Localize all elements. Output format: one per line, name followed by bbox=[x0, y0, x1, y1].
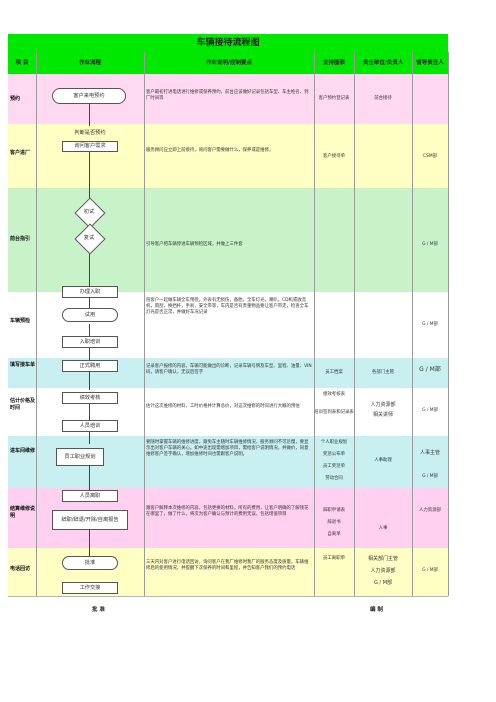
column-divider bbox=[36, 52, 37, 596]
owner: 人事助理 bbox=[374, 458, 392, 463]
column-divider bbox=[354, 52, 355, 596]
header-supervisor: 督导责任人 bbox=[412, 52, 448, 74]
column-divider bbox=[144, 52, 145, 596]
stage-label: 车辆预检 bbox=[10, 318, 31, 324]
flow-step: 入职培训 bbox=[62, 336, 118, 348]
header-owner: 责任单位/负责人 bbox=[354, 52, 412, 74]
step-description: 陪客户一起做车辆全车预检，外表有无损伤，备胎，全车灯光，喇叭，CD机或收音机，雨… bbox=[146, 298, 309, 316]
flow-step: 正式聘用 bbox=[62, 360, 118, 372]
stage-label: 预约 bbox=[10, 96, 21, 102]
supervisor: G / M部 bbox=[419, 366, 441, 373]
stage-label: 客户进厂 bbox=[10, 150, 31, 156]
support-doc: 自离单 bbox=[327, 532, 341, 537]
support-doc: 劳动合同 bbox=[325, 476, 343, 481]
flow-step: 员工职业规划 bbox=[56, 448, 104, 466]
flow-arrow bbox=[89, 530, 90, 564]
approve-label: 批 准 bbox=[92, 607, 105, 613]
flow-arrow bbox=[89, 152, 90, 202]
support-doc: 员工离职单 bbox=[323, 556, 345, 561]
flow-step: 客户来电预约 bbox=[52, 88, 126, 104]
step-description: 引导客户把车辆停进车辆预检区域，并做上三件套 bbox=[146, 242, 243, 247]
support-doc: 员工档案 bbox=[325, 370, 343, 375]
supervisor: G / M部 bbox=[422, 474, 438, 479]
flow-step: 询问客户需求 bbox=[62, 141, 118, 152]
flow-step: 人员离职 bbox=[62, 490, 118, 502]
header-desc: 作业说明/控制要点 bbox=[144, 52, 314, 74]
document-title: 车辆接待流程图 bbox=[8, 34, 448, 52]
support-doc: 客户接待单 bbox=[323, 154, 345, 159]
supervisor: G / M部 bbox=[422, 408, 438, 413]
flow-step: 辞职/辞退/开除/自离报告 bbox=[52, 510, 128, 530]
owner: 相关部门主管 bbox=[367, 556, 398, 562]
header-item: 项 目 bbox=[8, 52, 36, 74]
support-doc: 客户预约登记表 bbox=[318, 96, 350, 101]
supervisor: G / M部 bbox=[422, 242, 438, 247]
column-divider bbox=[412, 52, 413, 596]
support-doc: 个人职业规划 bbox=[320, 440, 348, 445]
owner: G / M部 bbox=[373, 580, 393, 586]
supervisor: G / M部 bbox=[422, 322, 438, 327]
stage-label: 电话回访 bbox=[10, 566, 31, 572]
flow-step: 绩效考核 bbox=[62, 392, 118, 404]
step-description: 服务顾问应立即上前接待，询问客户需要做什么，保养或是维修。 bbox=[146, 148, 274, 153]
step-description: 记录客户报修的内容，车辆可能做出的诊断，记录车辆号牌及车型、里程、油量、VIN码… bbox=[146, 364, 312, 376]
stage-label: 结算维修说明 bbox=[10, 506, 36, 519]
flow-step: 办理入职 bbox=[62, 286, 118, 298]
flow-step: 复试 bbox=[83, 234, 95, 241]
step-description: 估计这次维修的材料，工时价格并计算总价，对这次维修的时间进行大概的预估 bbox=[146, 404, 300, 409]
header-support: 支持图表 bbox=[314, 52, 354, 74]
step-description: 三天内对客户进行电话回访，询问客户在我厂维修时我厂的服务态度及质量，车辆维修后的… bbox=[146, 560, 309, 572]
support-doc: 绩效考核表 bbox=[323, 392, 345, 397]
stage-label: 前台指引 bbox=[10, 236, 31, 242]
support-doc: 员工奖惩单 bbox=[323, 464, 345, 469]
support-doc: 辞退书 bbox=[327, 520, 341, 525]
supervisor: 人力资源部 bbox=[419, 508, 441, 513]
flow-step: 初试 bbox=[83, 208, 95, 215]
owner: 各部门主管 bbox=[372, 370, 394, 375]
compile-label: 编 制 bbox=[370, 607, 383, 613]
owner: 人事 bbox=[378, 526, 388, 531]
flow-arrow bbox=[89, 466, 90, 490]
support-doc: 奖惩公布单 bbox=[323, 452, 345, 457]
supervisor: CSM部 bbox=[422, 154, 438, 159]
header-flow: 作业流程 bbox=[36, 52, 144, 74]
flow-step: 人员培训 bbox=[62, 420, 118, 432]
flow-step: 判断是否预约 bbox=[74, 130, 106, 136]
stage-label: 进车间维修 bbox=[10, 448, 36, 454]
band-jinchang bbox=[8, 124, 448, 189]
flow-arrow bbox=[89, 104, 90, 126]
owner: 人力资源部 bbox=[370, 402, 396, 408]
supervisor: 人事主管 bbox=[419, 450, 440, 456]
step-description: 跟客户解释本次维修的内容，包括更换的材料，所有的费用，让客户明确的了解钱花在哪里… bbox=[146, 506, 309, 518]
owner: 前台接待 bbox=[374, 96, 392, 101]
step-description: 客户最初打进电话进行维修或保养预约，前台应该做好记录包括车型、车主姓名、到厂时间… bbox=[146, 90, 309, 102]
support-doc: 辞职申请表 bbox=[323, 508, 345, 513]
supervisor: G / M部 bbox=[422, 568, 438, 573]
flow-step: 批准 bbox=[62, 556, 118, 570]
stage-label: 填写接车单 bbox=[10, 362, 36, 368]
stage-label: 估计价格及时间 bbox=[10, 398, 36, 411]
support-doc: 培训签到表和记录表 bbox=[314, 410, 354, 415]
owner: 人力资源部 bbox=[370, 568, 396, 574]
column-divider bbox=[314, 52, 315, 596]
owner: 相关讲师 bbox=[372, 412, 393, 418]
column-divider bbox=[448, 52, 449, 596]
flow-arrow bbox=[89, 368, 90, 390]
flow-step: 工作交接 bbox=[62, 582, 118, 594]
flow-arrow bbox=[89, 246, 90, 308]
step-description: 要随时掌握车辆的维修进度，跟免车主随时车辆维修情况，服务顾问不可怠慢，要显示出对… bbox=[146, 440, 309, 458]
flow-step: 试用 bbox=[62, 308, 118, 322]
